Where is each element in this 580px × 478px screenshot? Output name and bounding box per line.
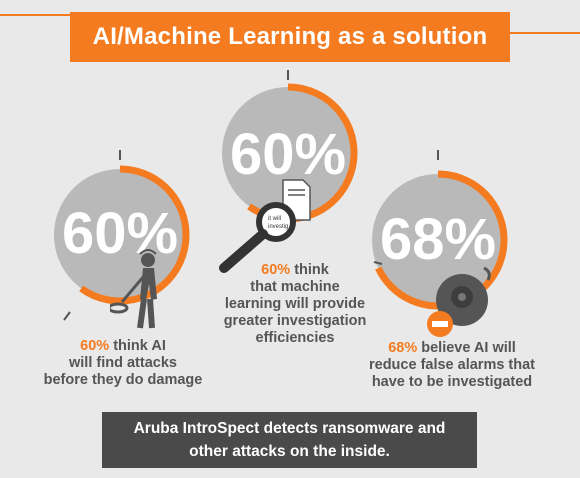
stat-1-highlight: 60% <box>80 338 110 354</box>
stat-card-3: 68% <box>370 150 530 337</box>
alarm-mute-icon <box>427 266 491 337</box>
person-metal-detector-icon <box>110 249 157 329</box>
background-line-left <box>0 14 70 16</box>
stat-card-2: 60% it will investig <box>208 70 368 273</box>
stat-1-caption: 60% think AI will find attacks before th… <box>18 338 228 389</box>
stat-2-highlight: 60% <box>261 262 291 278</box>
stat-2-caption-line: that machine <box>250 279 340 295</box>
doc-text-line-1: it will <box>268 216 281 222</box>
stat-1-progress-arc <box>79 165 190 305</box>
stat-3-caption-line: have to be investigated <box>371 374 533 390</box>
page-title: AI/Machine Learning as a solution <box>70 12 510 62</box>
footer-banner: Aruba IntroSpect detects ransomware and … <box>102 412 477 468</box>
doc-text-line-2: investig <box>268 224 288 230</box>
background-line-right <box>510 32 580 34</box>
stat-2-caption-line: think <box>290 262 329 278</box>
stat-card-1: 60% <box>50 150 210 330</box>
footer-line-2: other attacks on the inside. <box>189 443 390 460</box>
stat-2-percent: 60% <box>229 122 347 187</box>
stat-3-caption-line: reduce false alarms that <box>368 357 536 373</box>
stat-1-caption-line: will find attacks <box>69 355 177 371</box>
stat-2-caption: 60% think that machine learning will pro… <box>190 262 400 347</box>
stat-1-caption-line: think AI <box>109 338 166 354</box>
stat-2-caption-line: learning will provide <box>224 296 366 312</box>
stat-2-caption-line: efficiencies <box>255 330 335 346</box>
magnifier-document-icon: it will investig <box>219 179 311 273</box>
stat-3-highlight: 68% <box>388 340 418 356</box>
stat-2-caption-line: greater investigation <box>223 313 367 329</box>
stat-3-caption-line: believe AI will <box>417 340 516 356</box>
stat-3-ring <box>372 150 508 310</box>
stat-1-caption-line: before they do damage <box>43 372 203 388</box>
footer-line-1: Aruba IntroSpect detects ransomware and <box>133 420 446 437</box>
stat-3-percent: 68% <box>379 207 497 272</box>
stat-3-caption: 68% believe AI will reduce false alarms … <box>352 340 552 391</box>
stat-1-percent: 60% <box>61 201 179 266</box>
stat-3-progress-arc <box>375 170 508 310</box>
